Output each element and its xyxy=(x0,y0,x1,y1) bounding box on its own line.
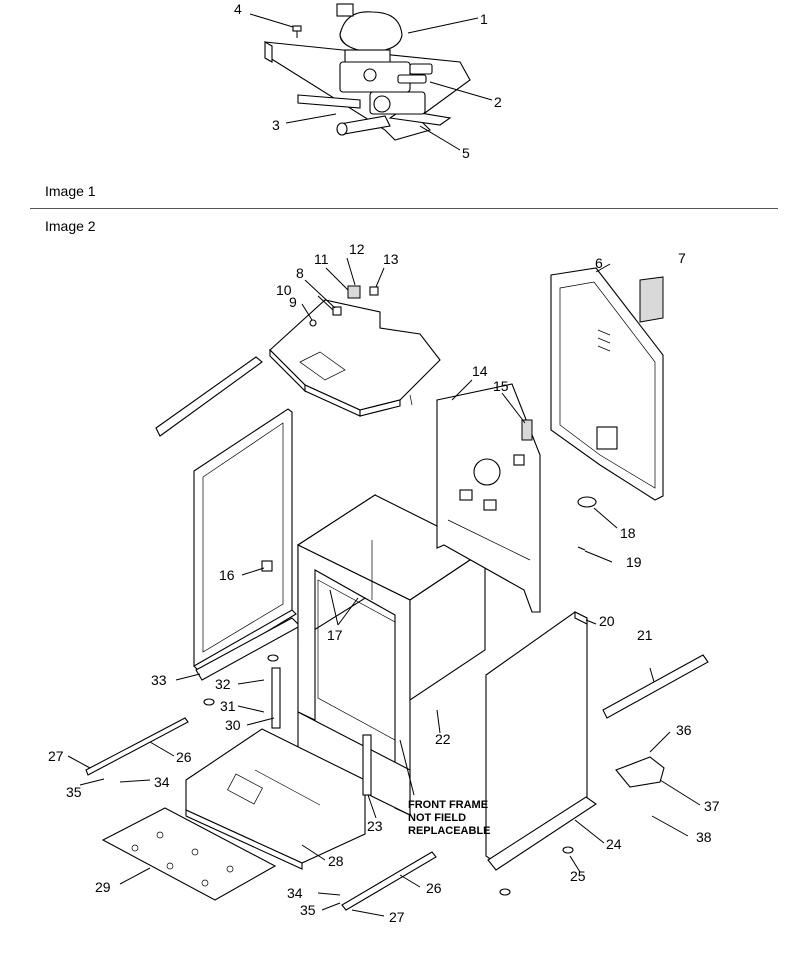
note-line-3: REPLACEABLE xyxy=(408,825,491,837)
bottom-tray xyxy=(185,728,366,870)
callout-21: 21 xyxy=(637,627,653,643)
callout-17: 17 xyxy=(327,627,343,643)
valve-assembly xyxy=(249,3,493,151)
callout-2: 2 xyxy=(494,94,502,110)
callout-30: 30 xyxy=(225,717,241,733)
left-side-panel xyxy=(193,408,297,673)
floor-panel xyxy=(101,807,277,901)
rail-26-bottom xyxy=(341,851,437,911)
image2-caption: Image 2 xyxy=(45,218,96,234)
kick-strip-24 xyxy=(487,796,597,871)
callout-31: 31 xyxy=(220,698,236,714)
callout-35: 35 xyxy=(66,784,82,800)
trim-strip-21 xyxy=(602,654,709,719)
callout-12: 12 xyxy=(349,241,365,257)
callout-27: 27 xyxy=(48,748,64,764)
callout-6: 6 xyxy=(595,255,603,271)
rail-26-left xyxy=(85,717,189,776)
vent-grille xyxy=(639,276,664,323)
callout-15: 15 xyxy=(493,378,509,394)
callout-28: 28 xyxy=(328,853,344,869)
bracket-37 xyxy=(615,756,665,788)
callout-8: 8 xyxy=(296,265,304,281)
callout-7: 7 xyxy=(678,250,686,266)
note-line-2: NOT FIELD xyxy=(408,812,466,824)
callout-38: 38 xyxy=(696,829,712,845)
callout-33: 33 xyxy=(151,672,167,688)
callout-19: 19 xyxy=(626,554,642,570)
callout-27b: 27 xyxy=(389,909,405,925)
leader-lines xyxy=(67,257,701,917)
front-frame xyxy=(296,493,487,816)
callout-34b: 34 xyxy=(287,885,303,901)
right-side-panel xyxy=(485,611,588,864)
callout-26b: 26 xyxy=(426,880,442,896)
callout-32: 32 xyxy=(215,676,231,692)
callout-9: 9 xyxy=(289,294,297,310)
front-frame-note: FRONT FRAME NOT FIELD REPLACEABLE xyxy=(408,799,491,837)
callout-4: 4 xyxy=(234,1,242,17)
callout-22: 22 xyxy=(435,731,451,747)
callout-16: 16 xyxy=(219,567,235,583)
callout-13: 13 xyxy=(383,251,399,267)
note-line-1: FRONT FRAME xyxy=(408,799,488,811)
callout-35b: 35 xyxy=(300,902,316,918)
valve-part-16 xyxy=(261,560,273,572)
screw-19 xyxy=(577,546,586,551)
callout-labels: 1 2 3 4 5 6 7 8 9 10 11 12 13 14 15 16 1… xyxy=(48,1,720,925)
section-divider xyxy=(30,208,778,209)
callout-5: 5 xyxy=(462,145,470,161)
callout-34: 34 xyxy=(154,774,170,790)
callout-20: 20 xyxy=(599,613,615,629)
callout-18: 18 xyxy=(620,525,636,541)
image1-caption: Image 1 xyxy=(45,183,96,199)
screw-part-4 xyxy=(292,25,302,38)
callout-23: 23 xyxy=(367,818,383,834)
callout-36: 36 xyxy=(676,722,692,738)
callout-29: 29 xyxy=(95,879,111,895)
callout-10: 10 xyxy=(276,282,292,298)
rear-cover xyxy=(550,267,664,501)
trim-strip-left xyxy=(155,356,263,437)
callout-25: 25 xyxy=(570,868,586,884)
callout-11: 11 xyxy=(314,251,329,267)
callout-24: 24 xyxy=(606,836,622,852)
leveling-legs xyxy=(203,654,574,896)
igniter-switch-parts xyxy=(309,285,379,327)
callout-3: 3 xyxy=(272,117,280,133)
callout-26: 26 xyxy=(176,749,192,765)
callout-37: 37 xyxy=(704,798,720,814)
callout-14: 14 xyxy=(472,363,488,379)
top-panel xyxy=(269,299,441,417)
callout-1: 1 xyxy=(480,11,488,27)
grommet-18 xyxy=(577,496,597,508)
back-panel xyxy=(436,383,541,613)
